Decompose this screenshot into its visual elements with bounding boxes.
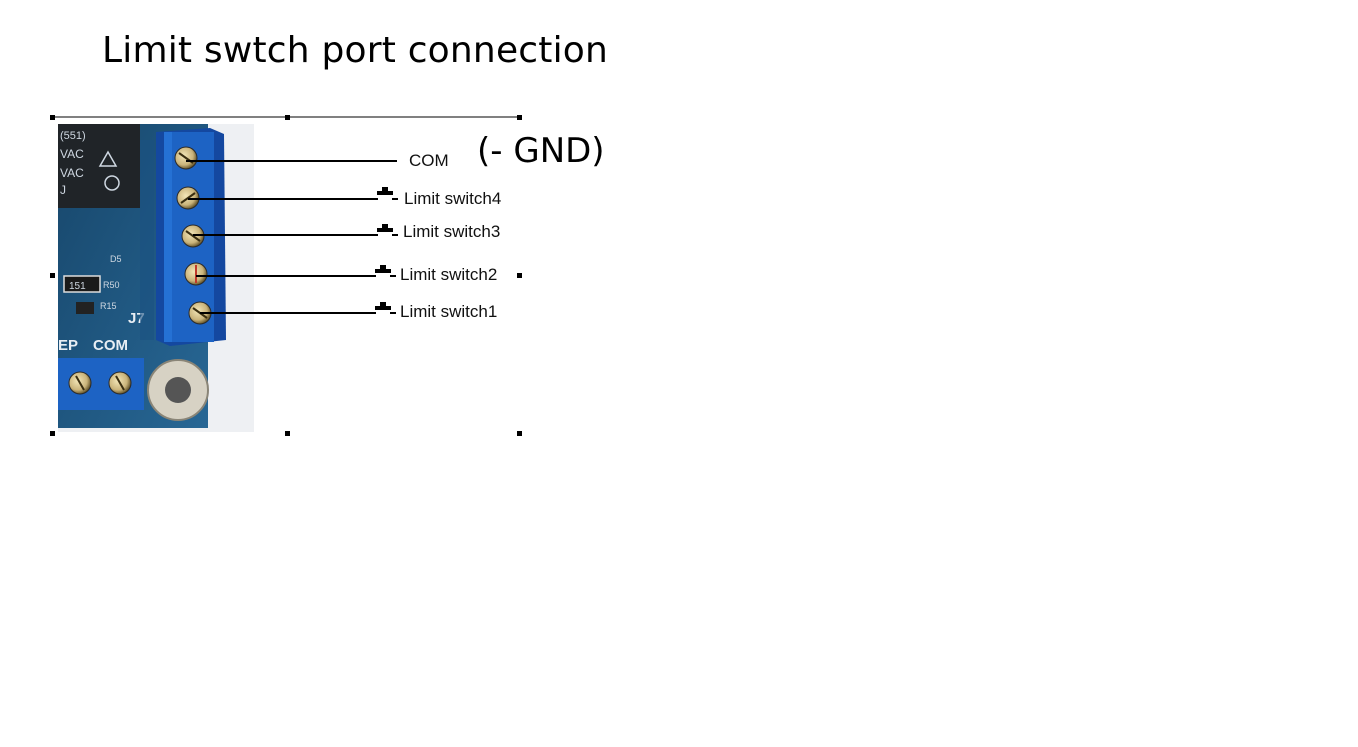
resistor-ref-2: R15 <box>100 301 117 311</box>
selection-handle-middle-left[interactable] <box>50 273 55 278</box>
resistor <box>63 275 101 293</box>
warning-triangle-icon <box>98 150 118 167</box>
pin-label-com: COM <box>409 151 449 170</box>
mounting-hole-center <box>165 377 191 403</box>
leader-lines <box>186 160 397 314</box>
gnd-note: (- GND) <box>477 131 605 171</box>
silk-com: COM <box>93 337 128 354</box>
pin-label-limit-switch-2: Limit switch2 <box>400 265 498 284</box>
resistor-value: 151 <box>69 281 86 292</box>
resistor-ref-1: R50 <box>103 280 120 290</box>
diode-ref: D5 <box>110 254 122 264</box>
switch-symbols <box>375 187 398 314</box>
page-title: Limit swtch port connection <box>102 30 609 71</box>
pin-label-limit-switch-4: Limit switch4 <box>404 189 502 208</box>
relay-text-3: VAC <box>60 166 84 180</box>
relay-text-4: J <box>60 183 66 197</box>
relay <box>58 124 140 208</box>
cert-mark-icon <box>104 175 120 191</box>
relay-text-1: (551) <box>60 130 86 142</box>
transistor <box>76 302 94 314</box>
switch-symbol-4 <box>377 187 398 200</box>
silk-ep: EP <box>58 337 78 354</box>
selection-handle-bottom-middle[interactable] <box>285 431 290 436</box>
selection-handle-bottom-left[interactable] <box>50 431 55 436</box>
selection-handle-bottom-right[interactable] <box>517 431 522 436</box>
selection-handle-middle-right[interactable] <box>517 273 522 278</box>
switch-symbol-1 <box>375 302 396 314</box>
relay-text-2: VAC <box>60 147 84 161</box>
pin-label-limit-switch-1: Limit switch1 <box>400 302 498 321</box>
pin-label-limit-switch-3: Limit switch3 <box>403 222 501 241</box>
switch-symbol-3 <box>377 224 398 236</box>
switch-symbol-2 <box>375 265 396 277</box>
